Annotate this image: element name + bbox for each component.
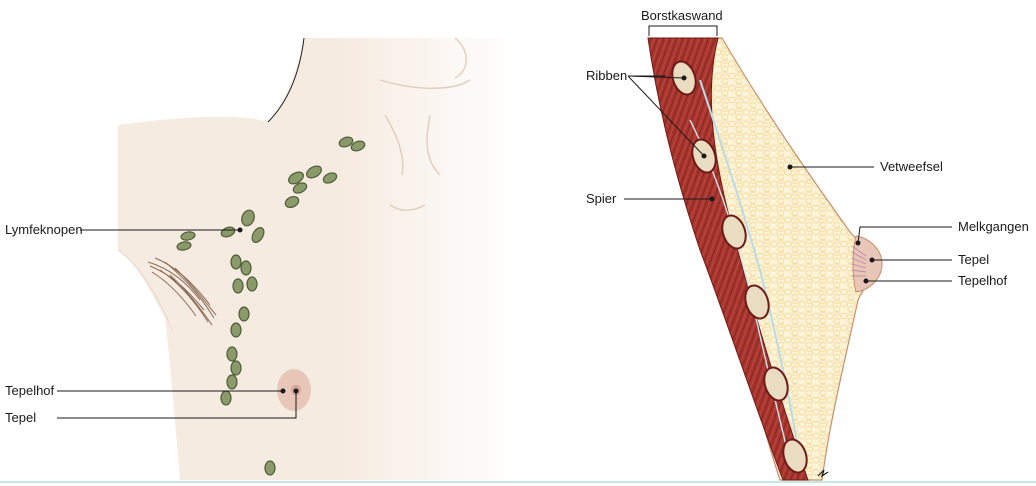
dot-muscle bbox=[710, 197, 715, 202]
torso-skin bbox=[118, 38, 520, 480]
label-ribs: Ribben bbox=[586, 68, 627, 83]
dot-areola-right bbox=[864, 279, 869, 284]
torso-illustration bbox=[118, 38, 520, 480]
dot-lymph-nodes bbox=[238, 228, 243, 233]
dot-nipple-right bbox=[870, 258, 875, 263]
dot-milk-ducts bbox=[856, 241, 861, 246]
label-nipple-right: Tepel bbox=[958, 252, 989, 267]
dot-areola-left bbox=[281, 389, 286, 394]
bottom-divider bbox=[0, 481, 1036, 483]
dot-ribs-a bbox=[682, 76, 687, 81]
label-chest-wall: Borstkaswand bbox=[641, 8, 723, 23]
label-nipple-left: Tepel bbox=[5, 410, 36, 425]
dot-nipple-left bbox=[294, 389, 299, 394]
bracket-chest-wall bbox=[649, 26, 717, 36]
label-muscle: Spier bbox=[586, 191, 617, 206]
label-milk-ducts: Melkgangen bbox=[958, 219, 1029, 234]
label-fat-tissue: Vetweefsel bbox=[880, 159, 943, 174]
leader-milk-ducts bbox=[858, 227, 952, 243]
cross-section bbox=[648, 38, 882, 480]
label-areola-left: Tepelhof bbox=[5, 383, 55, 398]
dot-fat-tissue bbox=[788, 165, 793, 170]
label-areola-right: Tepelhof bbox=[958, 273, 1008, 288]
dot-ribs-b bbox=[702, 154, 707, 159]
label-lymph-nodes: Lymfeknopen bbox=[5, 222, 83, 237]
